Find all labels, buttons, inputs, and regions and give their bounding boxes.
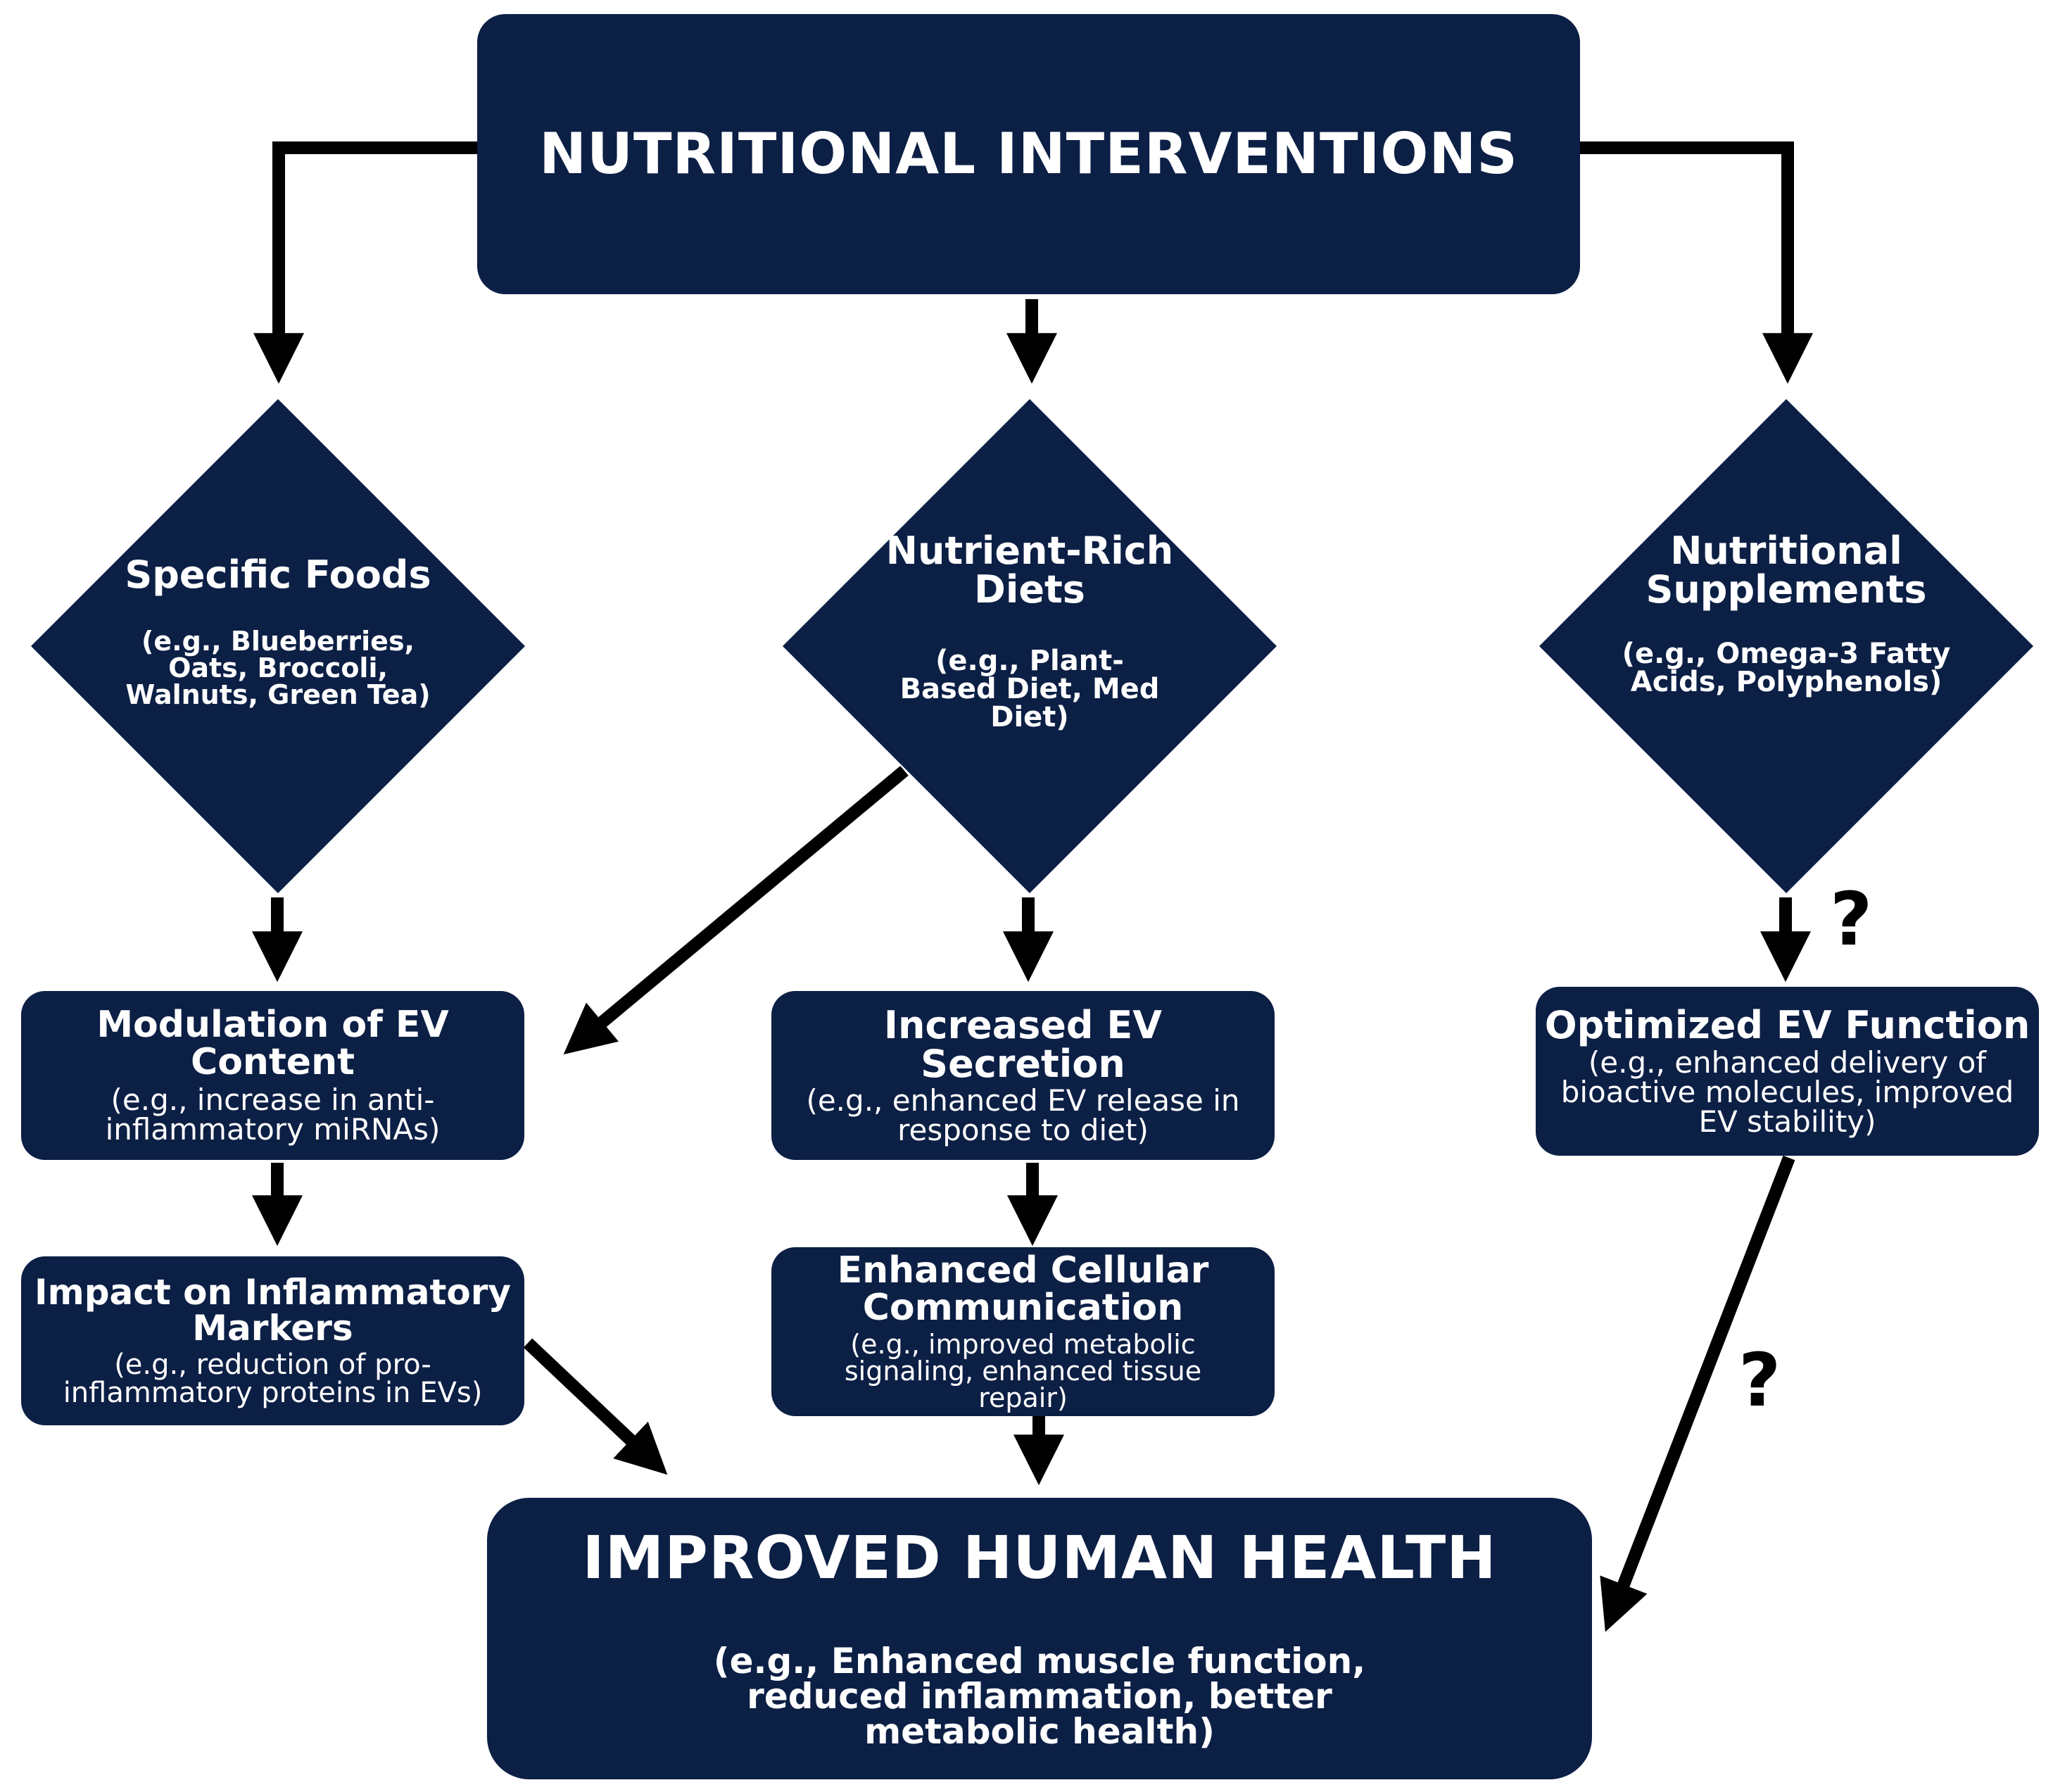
question-mark-supplements-function: ? <box>1830 876 1873 962</box>
node-title: Modulation of EV Content <box>96 1003 449 1083</box>
arrow-inflammatory-to-health <box>523 1338 668 1475</box>
node-title: Nutritional Supplements <box>1645 529 1927 612</box>
node-title: NUTRITIONAL INTERVENTIONS <box>539 121 1518 187</box>
node-nutritional-supplements: Nutritional Supplements (e.g., Omega-3 F… <box>1539 399 2033 893</box>
node-optimized-ev-function: Optimized EV Function (e.g., enhanced de… <box>1536 987 2039 1156</box>
node-title: Enhanced Cellular Communication <box>837 1249 1209 1329</box>
node-example: (e.g., reduction of pro-inflammatory pro… <box>63 1349 483 1409</box>
node-modulation-ev-content: Modulation of EV Content (e.g., increase… <box>21 991 524 1160</box>
node-example: (e.g., Blueberries, Oats, Broccoli, Waln… <box>125 626 431 711</box>
arrow-top-to-supplements <box>1580 141 1813 384</box>
arrow-diets-to-modulation <box>563 766 909 1055</box>
node-title: Increased EV Secretion <box>883 1002 1163 1086</box>
node-nutrient-rich-diets: Nutrient-Rich Diets (e.g., Plant-Based D… <box>783 399 1277 893</box>
node-title: IMPROVED HUMAN HEALTH <box>582 1523 1497 1593</box>
node-inflammatory-markers: Impact on Inflammatory Markers (e.g., re… <box>21 1256 524 1425</box>
node-nutritional-interventions: NUTRITIONAL INTERVENTIONS <box>477 14 1580 294</box>
arrow-top-to-foods <box>253 141 477 384</box>
diamond-shape <box>783 399 1277 893</box>
node-example: (e.g., Enhanced muscle function, reduced… <box>713 1640 1366 1752</box>
node-example: (e.g., enhanced delivery of bioactive mo… <box>1560 1045 2014 1139</box>
node-example: (e.g., improved metabolic signaling, enh… <box>844 1329 1202 1414</box>
node-cellular-communication: Enhanced Cellular Communication (e.g., i… <box>771 1247 1275 1416</box>
diamond-shape <box>1539 399 2033 893</box>
node-title: Nutrient-Rich Diets <box>885 529 1174 612</box>
node-example: (e.g., increase in anti-inflammatory miR… <box>105 1083 441 1147</box>
node-example: (e.g., Omega-3 Fatty Acids, Polyphenols) <box>1622 638 1951 699</box>
node-title: Specific Foods <box>125 553 431 597</box>
diamond-shape <box>31 399 525 893</box>
node-title: Optimized EV Function <box>1544 1003 2030 1048</box>
node-improved-human-health: IMPROVED HUMAN HEALTH (e.g., Enhanced mu… <box>487 1498 1592 1779</box>
node-example: (e.g., enhanced EV release in response t… <box>806 1083 1240 1148</box>
node-specific-foods: Specific Foods (e.g., Blueberries, Oats,… <box>31 399 525 893</box>
question-mark-function-health: ? <box>1738 1337 1781 1423</box>
arrow-function-to-health <box>1600 1155 1795 1632</box>
node-title: Impact on Inflammatory Markers <box>34 1272 511 1349</box>
node-example: (e.g., Plant-Based Diet, Med Diet) <box>899 645 1160 734</box>
node-increased-ev-secretion: Increased EV Secretion (e.g., enhanced E… <box>771 991 1275 1160</box>
